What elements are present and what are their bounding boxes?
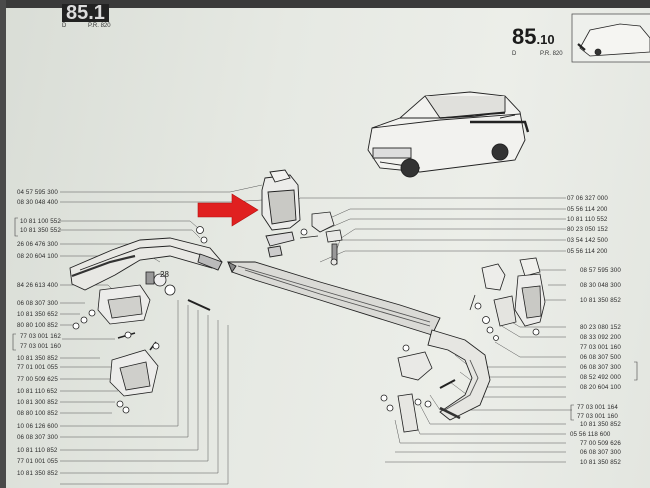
part-number-right-8: 10 81 350 852 <box>580 297 621 304</box>
page-top-edge <box>0 0 650 8</box>
part-number-left-19: 06 08 307 300 <box>17 434 58 441</box>
callout-number: 28 <box>160 270 169 279</box>
part-number-right-11: 77 03 001 160 <box>580 344 621 351</box>
left-bumper-corner <box>69 237 223 291</box>
label-brackets <box>12 217 638 421</box>
leader-lines-left <box>60 184 263 485</box>
page-ref-pr: P.R. 820 <box>540 51 563 57</box>
page-ref-number: 85.10 <box>512 24 555 50</box>
part-number-left-22: 10 81 350 852 <box>17 470 58 477</box>
part-number-right-7: 08 30 048 300 <box>580 282 621 289</box>
part-number-right-21: 06 08 307 300 <box>580 449 621 456</box>
part-number-left-13: 77 01 001 055 <box>17 364 58 371</box>
part-number-right-14: 08 52 492 000 <box>580 374 621 381</box>
part-number-left-18: 10 06 126 600 <box>17 423 58 430</box>
part-number-left-7: 06 08 307 300 <box>17 300 58 307</box>
part-number-right-18: 10 81 350 852 <box>580 421 621 428</box>
part-number-right-15: 08 20 604 100 <box>580 384 621 391</box>
page-left-edge <box>0 0 6 488</box>
car-illustration <box>367 91 530 178</box>
part-number-left-16: 10 81 300 852 <box>17 399 58 406</box>
part-number-left-4: 26 06 476 300 <box>17 241 58 248</box>
part-number-right-22: 10 81 350 852 <box>580 459 621 466</box>
part-number-left-20: 10 81 110 852 <box>17 447 58 454</box>
page-ref-left-d: D <box>62 23 67 29</box>
part-number-left-11: 77 03 001 160 <box>20 343 61 350</box>
center-bumper-blade <box>227 261 441 336</box>
page-ref-main: 85 <box>512 24 537 49</box>
part-number-right-17: 77 03 001 160 <box>577 413 618 420</box>
part-number-right-20: 77 00 509 626 <box>580 440 621 447</box>
part-number-right-2: 10 81 110 552 <box>567 216 608 223</box>
part-number-right-0: 07 06 327 000 <box>567 195 608 202</box>
small-parts-left <box>72 226 211 339</box>
part-number-left-3: 10 81 350 552 <box>20 227 61 234</box>
page-ref-left-pr: P.R. 820 <box>88 23 111 29</box>
part-number-left-12: 10 81 350 852 <box>17 355 58 362</box>
overrider-bracket-top <box>261 169 301 258</box>
part-number-left-21: 77 01 001 055 <box>17 458 58 465</box>
thumbnail-car <box>571 13 650 63</box>
part-number-left-1: 08 30 048 400 <box>17 199 58 206</box>
small-brackets-middle <box>299 211 343 266</box>
part-number-left-6: 84 26 613 400 <box>17 282 58 289</box>
part-number-right-13: 06 08 307 300 <box>580 364 621 371</box>
page-ref-d: D <box>512 51 517 57</box>
part-number-right-10: 08 33 092 200 <box>580 334 621 341</box>
part-number-left-10: 77 03 001 162 <box>20 333 61 340</box>
small-brackets-right <box>469 257 546 341</box>
page-ref-left: 85.1 <box>62 3 109 23</box>
part-number-right-6: 08 57 595 300 <box>580 267 621 274</box>
part-number-left-0: 04 57 595 300 <box>17 189 58 196</box>
part-number-left-5: 08 20 604 100 <box>17 253 58 260</box>
part-number-right-3: 80 23 050 152 <box>567 226 608 233</box>
part-number-left-8: 10 81 350 652 <box>17 311 58 318</box>
part-number-left-9: 80 80 100 852 <box>17 322 58 329</box>
part-number-right-12: 06 08 307 500 <box>580 354 621 361</box>
part-number-right-19: 05 56 118 600 <box>570 431 611 438</box>
part-number-right-1: 05 56 114 200 <box>567 206 608 213</box>
part-number-right-16: 77 03 001 164 <box>577 404 618 411</box>
right-bumper-corner <box>427 329 491 421</box>
part-number-left-17: 08 80 100 852 <box>17 410 58 417</box>
part-number-left-15: 10 81 110 652 <box>17 388 58 395</box>
red-arrow-indicator <box>197 193 259 227</box>
part-number-left-2: 10 81 100 552 <box>20 218 61 225</box>
lower-bracket-left <box>109 341 160 414</box>
part-number-left-14: 77 00 509 625 <box>17 376 58 383</box>
lower-brackets-middle <box>380 344 456 433</box>
part-number-right-4: 03 54 142 500 <box>567 237 608 244</box>
part-number-right-9: 80 23 080 152 <box>580 324 621 331</box>
page-ref-sub: .10 <box>536 32 555 47</box>
part-number-right-5: 05 56 114 200 <box>567 248 608 255</box>
